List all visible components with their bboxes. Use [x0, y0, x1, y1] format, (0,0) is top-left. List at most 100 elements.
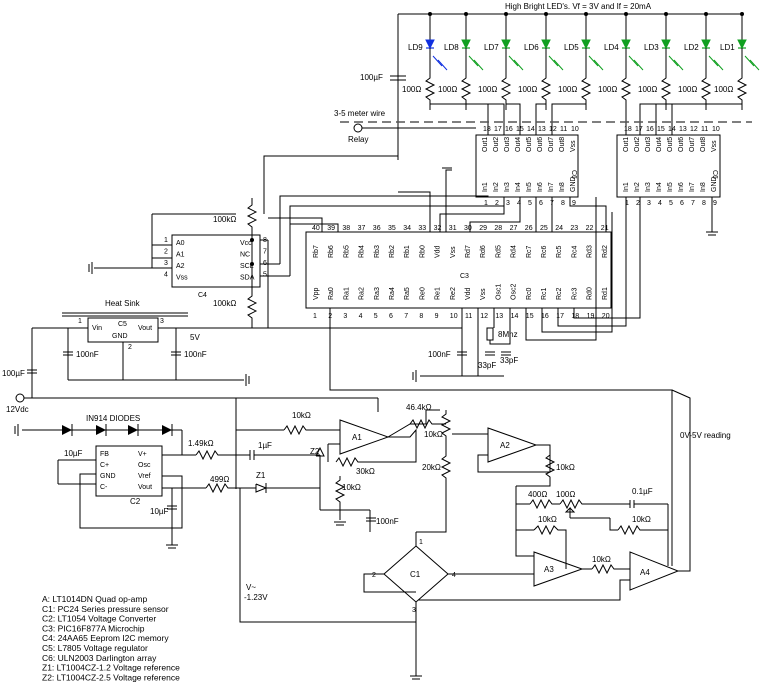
c6-pin-num: 10	[571, 126, 579, 133]
c6-pin-num: 2	[636, 200, 640, 207]
c4-name: C4	[198, 292, 207, 299]
c6-in-label: In4	[515, 182, 522, 192]
c3-top-num: 33	[418, 225, 426, 232]
c3-bottom-pin: Rc1	[541, 287, 548, 300]
c2-name: C2	[130, 497, 141, 506]
c3-bottom-num: 17	[556, 313, 564, 320]
c3-bottom-pin: Osc1	[495, 284, 502, 300]
c6-in-label: In1	[482, 182, 489, 192]
c3-top-num: 40	[312, 225, 320, 232]
input-12v-terminal[interactable]	[15, 393, 25, 403]
legend-item: C3: PIC16F877A Microchip	[42, 623, 145, 633]
c6-pin-num: 6	[539, 200, 543, 207]
a3-label: A3	[544, 565, 554, 574]
opamp-a4	[629, 551, 680, 591]
c3-cap-100nf: 100nF	[428, 350, 451, 359]
c3-bottom-pin: Ra2	[359, 287, 366, 300]
vminus-value: -1.23V	[244, 593, 268, 602]
c6-pin-num: 3	[506, 200, 510, 207]
c4-left-pin: A0	[176, 240, 185, 247]
led-label: LD4	[604, 43, 619, 52]
c6-pin-num: 8	[702, 200, 706, 207]
reading-label-top: 0V-5V reading	[680, 431, 731, 440]
c6-pin-num: 11	[560, 126, 567, 133]
c6-in-label: In4	[656, 182, 663, 192]
c2-cap-10uf: 10µF	[64, 449, 83, 458]
c3-bottom-num: 6	[389, 313, 393, 320]
c-1uf: 1µF	[258, 441, 272, 450]
c6-pin-num: 17	[635, 126, 643, 133]
cap-100uf-input: 100µF	[2, 369, 25, 378]
c3-top-pin: Rc6	[541, 245, 548, 258]
led-label: LD6	[524, 43, 539, 52]
led-resistor-label: 100Ω	[518, 85, 537, 94]
c3-top-num: 31	[449, 225, 457, 232]
led-label: LD3	[644, 43, 659, 52]
c6-pin-num: 2	[495, 200, 499, 207]
c3-bottom-num: 16	[541, 313, 549, 320]
c3-bottom-pin: Ra0	[328, 287, 335, 300]
c6-pin-num: 1	[484, 200, 488, 207]
c3-top-num: 22	[586, 225, 594, 232]
c3-top-pin: Rd5	[495, 245, 502, 258]
c6-pin-num: 8	[561, 200, 565, 207]
c6-in-label: GND	[570, 176, 577, 192]
c6-in-label: In7	[548, 182, 555, 192]
c3-top-num: 21	[601, 225, 609, 232]
c4-right-pin: SDA	[240, 275, 255, 282]
legend-item: C4: 24AA65 Eeprom I2C memory	[42, 633, 169, 643]
c6-pin-num: 17	[494, 126, 502, 133]
led-resistor-label: 100Ω	[638, 85, 657, 94]
c3-bottom-num: 3	[343, 313, 347, 320]
c4-right-pin: Vcc	[240, 240, 252, 247]
c6-pin-num: 4	[517, 200, 521, 207]
r-10k-a3-out: 10kΩ	[592, 555, 611, 564]
c6-out-label: Out7	[548, 137, 555, 152]
legend-item: C5: L7805 Voltage regulator	[42, 643, 148, 653]
c6-pin-num: 12	[690, 126, 698, 133]
c3-bottom-num: 14	[511, 313, 519, 320]
legend-item: Z1: LT1004CZ-1.2 Voltage reference	[42, 663, 180, 673]
c5-pin1: 1	[78, 318, 82, 325]
heat-sink-label: Heat Sink	[105, 299, 141, 308]
c3-bottom-num: 11	[465, 313, 472, 320]
c3-top-num: 35	[388, 225, 396, 232]
c6-in-label: In3	[645, 182, 652, 192]
vminus-label: V~	[246, 583, 256, 592]
c3-top-pin: Rc4	[571, 245, 578, 258]
c6-pin-num: 7	[691, 200, 695, 207]
r-100k-top: 100kΩ	[213, 215, 236, 224]
c6-out-label: Out2	[634, 137, 641, 152]
c3-top-num: 24	[555, 225, 563, 232]
r-10k-a3: 10kΩ	[538, 515, 557, 524]
led-label: LD8	[444, 43, 459, 52]
c3-bottom-pin: Ra4	[389, 287, 396, 300]
c6-out-label: Out5	[526, 137, 533, 152]
c3-bottom-pin: Rc0	[526, 287, 533, 300]
c6-out-label: Out2	[493, 137, 500, 152]
v12-label: 12Vdc	[6, 405, 29, 414]
c2-right-pin: V+	[138, 451, 147, 458]
c6-in-label: In8	[700, 182, 707, 192]
c4-left-num: 2	[164, 249, 168, 256]
c6-pin-num: 4	[658, 200, 662, 207]
c5-gnd: GND	[112, 333, 128, 340]
diodes-label: IN914 DIODES	[86, 414, 140, 423]
c4-right-num: 7	[263, 249, 267, 256]
r-10k-a4: 10kΩ	[632, 515, 651, 524]
r-30k: 30kΩ	[356, 467, 375, 476]
c6-out-label: Out6	[537, 137, 544, 152]
c4-right-pin: NC	[240, 252, 250, 259]
c4-eeprom	[171, 234, 261, 288]
c6-right-chip	[616, 134, 721, 198]
c3-top-pin: Rb6	[328, 245, 335, 258]
r-20k: 20kΩ	[422, 463, 441, 472]
led-ld3: LD3 100Ω	[638, 12, 684, 110]
led-label: LD1	[720, 43, 735, 52]
